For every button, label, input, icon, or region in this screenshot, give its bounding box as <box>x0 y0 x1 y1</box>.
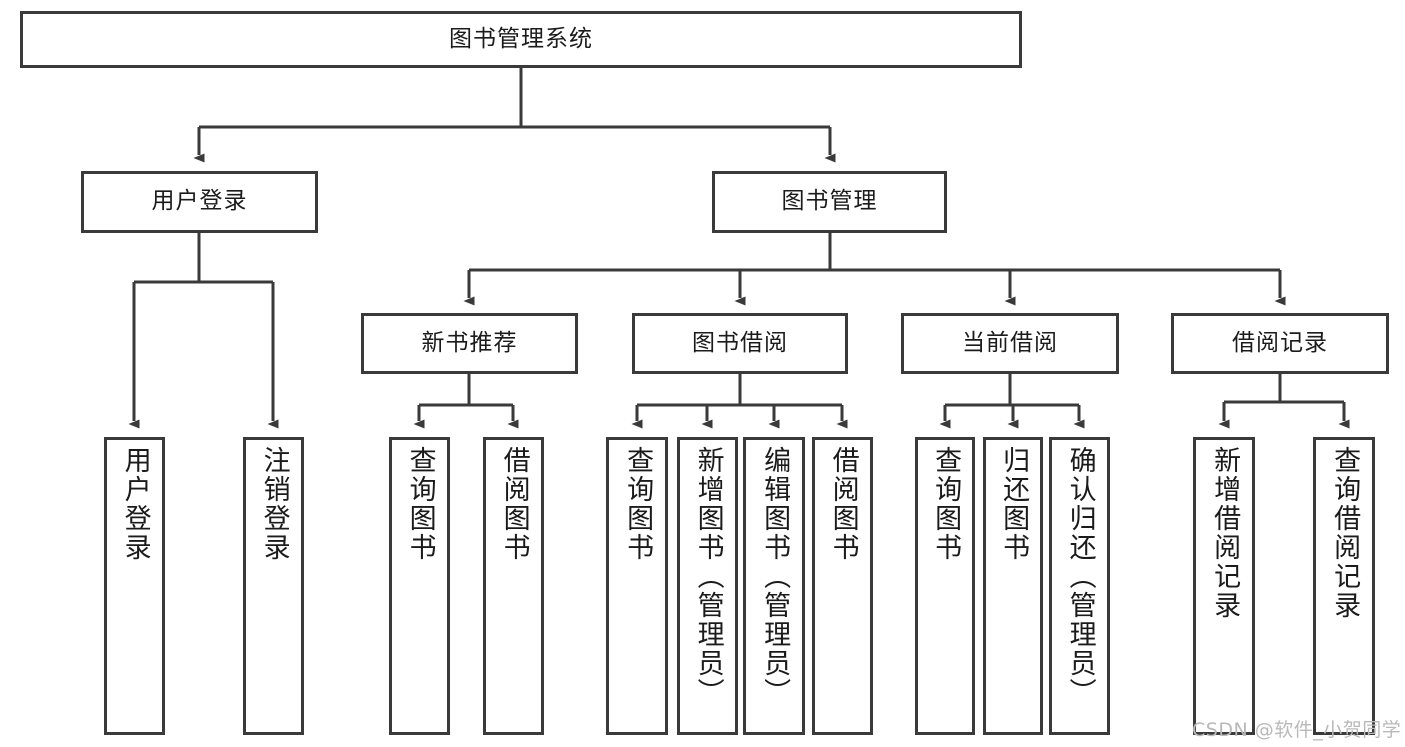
node-book-borrow-label: 图书借阅 <box>692 329 788 356</box>
node-leaf-borrow-book-2-label: 借阅图书 <box>827 446 859 562</box>
node-root-label: 图书管理系统 <box>449 25 593 52</box>
node-book-borrow[interactable]: 图书借阅 <box>632 313 848 374</box>
node-leaf-return-book[interactable]: 归还图书 <box>983 437 1043 735</box>
node-leaf-add-book-label: 新增图书（管理员） <box>692 446 724 707</box>
node-leaf-add-book[interactable]: 新增图书（管理员） <box>677 437 738 735</box>
node-leaf-user-login-label: 用户登录 <box>119 446 151 562</box>
node-root[interactable]: 图书管理系统 <box>20 11 1022 68</box>
node-leaf-borrow-book-2[interactable]: 借阅图书 <box>812 437 873 735</box>
node-leaf-logout-login[interactable]: 注销登录 <box>243 437 304 735</box>
node-leaf-confirm-return[interactable]: 确认归还（管理员） <box>1049 437 1110 735</box>
node-user-login[interactable]: 用户登录 <box>81 171 318 233</box>
node-leaf-borrow-book-1-label: 借阅图书 <box>498 446 530 562</box>
node-leaf-logout-login-label: 注销登录 <box>258 446 290 562</box>
node-leaf-query-book-1[interactable]: 查询图书 <box>389 437 450 735</box>
node-leaf-user-login[interactable]: 用户登录 <box>104 437 165 735</box>
node-book-manage-label: 图书管理 <box>781 188 878 215</box>
node-leaf-query-book-3[interactable]: 查询图书 <box>915 437 975 735</box>
node-leaf-edit-book[interactable]: 编辑图书（管理员） <box>743 437 805 735</box>
node-leaf-edit-book-label: 编辑图书（管理员） <box>759 446 791 707</box>
node-borrow-record[interactable]: 借阅记录 <box>1171 313 1389 374</box>
watermark-text: CSDN @软件_小贺同学 <box>1192 719 1402 741</box>
node-leaf-borrow-book-1[interactable]: 借阅图书 <box>483 437 544 735</box>
node-new-book-recommend[interactable]: 新书推荐 <box>361 313 578 374</box>
node-leaf-query-book-2-label: 查询图书 <box>622 446 654 562</box>
node-current-borrow-label: 当前借阅 <box>962 329 1058 356</box>
node-leaf-query-record-label: 查询借阅记录 <box>1329 446 1361 620</box>
node-book-manage[interactable]: 图书管理 <box>712 171 947 233</box>
node-leaf-confirm-return-label: 确认归还（管理员） <box>1064 446 1096 707</box>
node-leaf-query-book-3-label: 查询图书 <box>930 446 962 562</box>
node-borrow-record-label: 借阅记录 <box>1232 329 1328 356</box>
node-leaf-query-book-1-label: 查询图书 <box>404 446 436 562</box>
node-leaf-query-record[interactable]: 查询借阅记录 <box>1313 437 1375 735</box>
node-new-book-recommend-label: 新书推荐 <box>421 329 518 356</box>
node-leaf-add-record[interactable]: 新增借阅记录 <box>1193 437 1255 735</box>
node-leaf-add-record-label: 新增借阅记录 <box>1209 446 1241 620</box>
node-leaf-return-book-label: 归还图书 <box>998 446 1030 562</box>
node-user-login-label: 用户登录 <box>151 188 248 215</box>
node-leaf-query-book-2[interactable]: 查询图书 <box>606 437 668 735</box>
node-current-borrow[interactable]: 当前借阅 <box>901 313 1119 374</box>
